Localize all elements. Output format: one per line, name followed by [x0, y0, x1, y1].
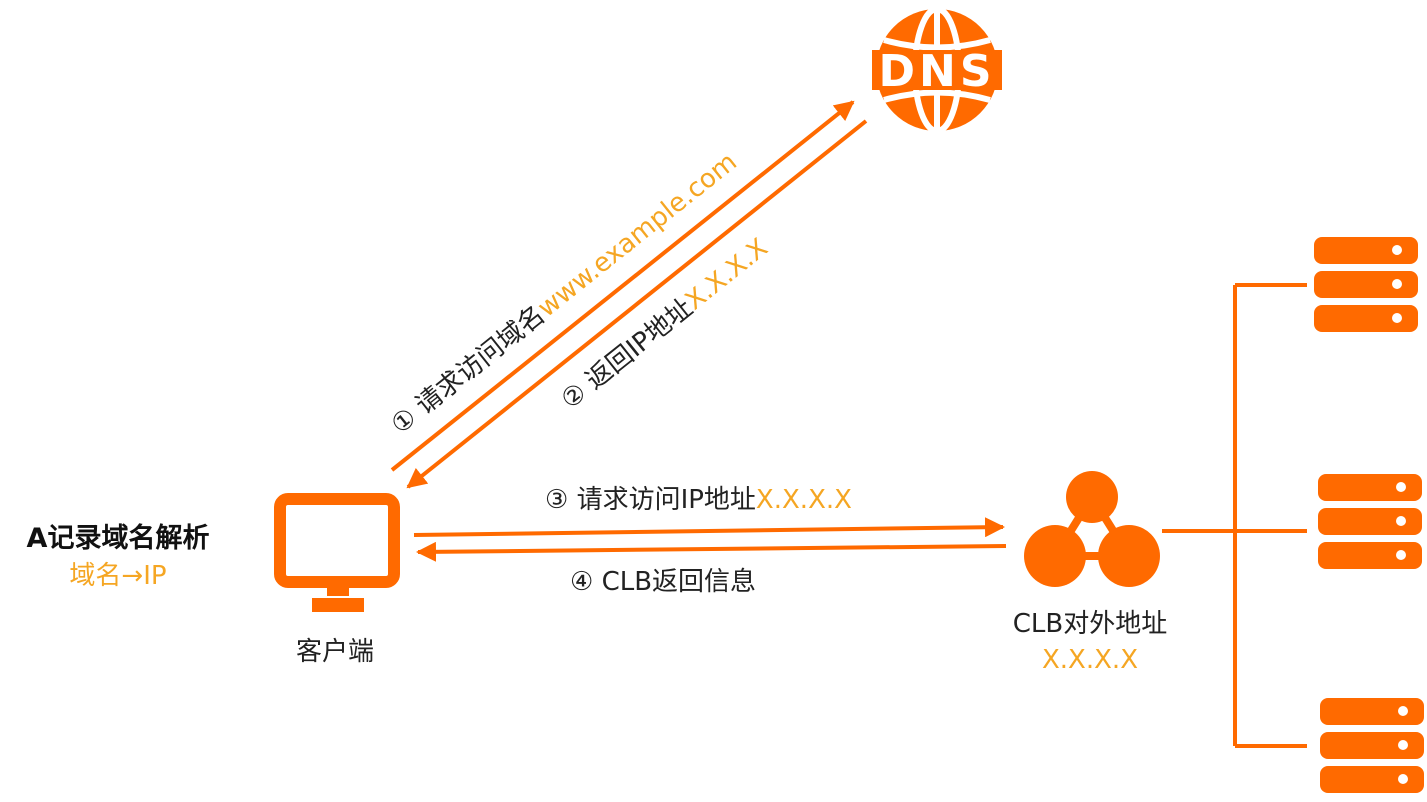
- client-label: 客户端: [296, 637, 374, 667]
- arrow-return-ip: [406, 119, 868, 489]
- clb-label: CLB对外地址: [1013, 609, 1167, 639]
- arrow-request-domain: [390, 100, 855, 472]
- dns-icon-text: DNS: [878, 46, 995, 97]
- step4-label: ④ CLB返回信息: [570, 567, 756, 597]
- clb-network-icon: [1024, 471, 1160, 587]
- step3-prefix: ③ 请求访问IP地址: [545, 485, 756, 515]
- step3-label: ③ 请求访问IP地址X.X.X.X: [545, 485, 852, 515]
- legend-subtitle: 域名→IP: [69, 561, 166, 591]
- dns-globe-icon: DNS: [872, 6, 1002, 134]
- arrow-clb-return: [416, 541, 1007, 562]
- server-icon: [1314, 237, 1418, 332]
- monitor-icon: [274, 493, 400, 612]
- step1-prefix: ① 请求访问域名: [386, 300, 551, 440]
- step2-ip: X.X.X.X: [680, 233, 774, 316]
- step3-ip: X.X.X.X: [756, 485, 852, 515]
- server-icon: [1318, 474, 1422, 569]
- arrow-request-ip: [413, 517, 1005, 538]
- server-connector: [1162, 283, 1307, 748]
- server-icon: [1320, 698, 1424, 793]
- legend-title: A记录域名解析: [27, 522, 210, 554]
- clb-ip: X.X.X.X: [1042, 645, 1138, 675]
